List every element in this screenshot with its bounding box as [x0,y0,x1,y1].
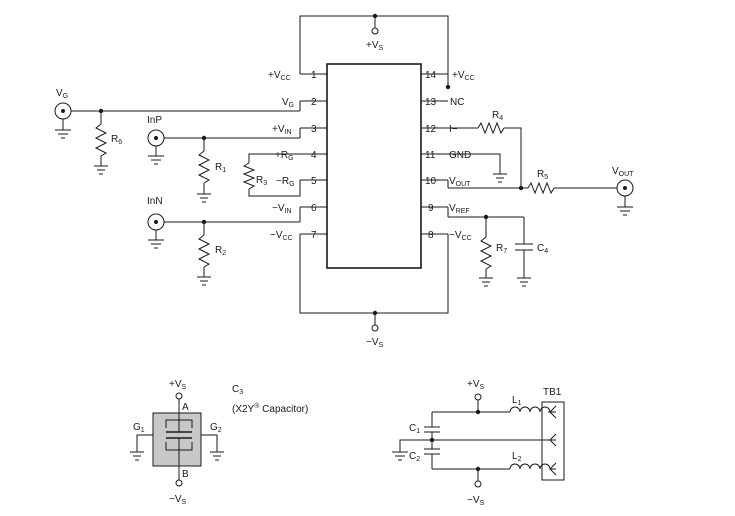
r2-resistor [197,219,211,286]
r5-resistor [447,180,617,195]
vs-bottom-label: −VS [366,337,384,349]
pin-2-number: 2 [311,97,317,108]
r4-resistor [448,121,522,188]
tb1-label: TB1 [543,387,562,398]
l1-label: L1 [512,395,522,407]
pin-5-number: 5 [311,176,317,187]
pin-11-label: GND [449,150,471,161]
pin-11-number: 11 [425,150,436,161]
r3-resistor [242,153,301,197]
r7-label: R7 [496,243,507,255]
pin-7-number: 7 [311,230,317,241]
c1-label: C1 [409,423,420,435]
supply-filter-block [392,393,565,488]
inn-label: InN [147,196,163,207]
vout-connector [616,179,634,216]
pin-13-number: 13 [425,97,437,108]
c4-label: C4 [537,243,548,255]
top-supply-wire [299,13,451,90]
filter-vs-bottom-label: −VS [467,495,485,507]
pin-2-label: VG [282,97,294,109]
pin-3-label: +VIN [272,124,292,136]
pin-12-label: I− [449,124,458,135]
pin-10-number: 10 [425,176,437,187]
g1-label: G1 [133,422,145,434]
r6-resistor [94,108,108,175]
inp-label: InP [147,115,162,126]
x2y-vs-bottom-label: −VS [169,494,187,506]
r3-label: R3 [256,175,267,187]
pin-3-number: 3 [311,124,317,135]
pin-9-label: VREF [449,203,470,215]
c2-label: C2 [409,451,420,463]
pin-4-label: +RG [275,150,294,162]
bottom-supply-wire [299,234,449,332]
x2y-capacitor-block [130,392,224,487]
pin-8-number: 8 [428,230,434,241]
pin-5-label: −RG [276,176,295,188]
pin-4-number: 4 [311,150,317,161]
pin-12-number: 12 [425,124,437,135]
pin-6-number: 6 [311,203,317,214]
c3-label: C3 [232,384,243,396]
r4-label: R4 [492,110,503,122]
r2-label: R2 [215,245,226,257]
inn-connector [147,207,301,249]
r6-label: R6 [111,134,122,146]
inp-connector [147,128,301,165]
pin-10-label: VOUT [449,176,471,188]
pin-14-label: +VCC [452,70,475,82]
vs-top-label: +VS [366,40,384,52]
pin-7-label: −VCC [270,230,293,242]
gnd-pin11 [448,153,507,183]
pin-14-number: 14 [425,70,437,81]
ic-body [326,63,422,269]
right-pin-leads [421,73,448,235]
vref-network [447,207,524,287]
l2-label: L2 [512,451,522,463]
x2y-vs-top-label: +VS [169,379,187,391]
pin-13-label: NC [450,97,464,108]
pin-9-number: 9 [428,203,434,214]
g2-label: G2 [210,422,222,434]
pin-6-label: −VIN [272,203,292,215]
filter-vs-top-label: +VS [467,379,485,391]
pin-1-number: 1 [311,70,317,81]
r1-resistor [197,135,211,203]
c4-capacitor [515,217,533,287]
left-pin-leads [300,73,327,235]
r1-label: R1 [215,162,226,174]
pin-8-label: −VCC [449,230,472,242]
x2y-a-label: A [182,402,189,413]
x2y-description: (X2Y® Capacitor) [232,402,308,415]
vout-label: VOUT [612,166,634,178]
vg-label: VG [56,88,68,100]
x2y-b-label: B [182,469,189,480]
r5-label: R5 [537,169,548,181]
vg-connector [54,101,301,139]
pin-1-label: +VCC [268,70,291,82]
